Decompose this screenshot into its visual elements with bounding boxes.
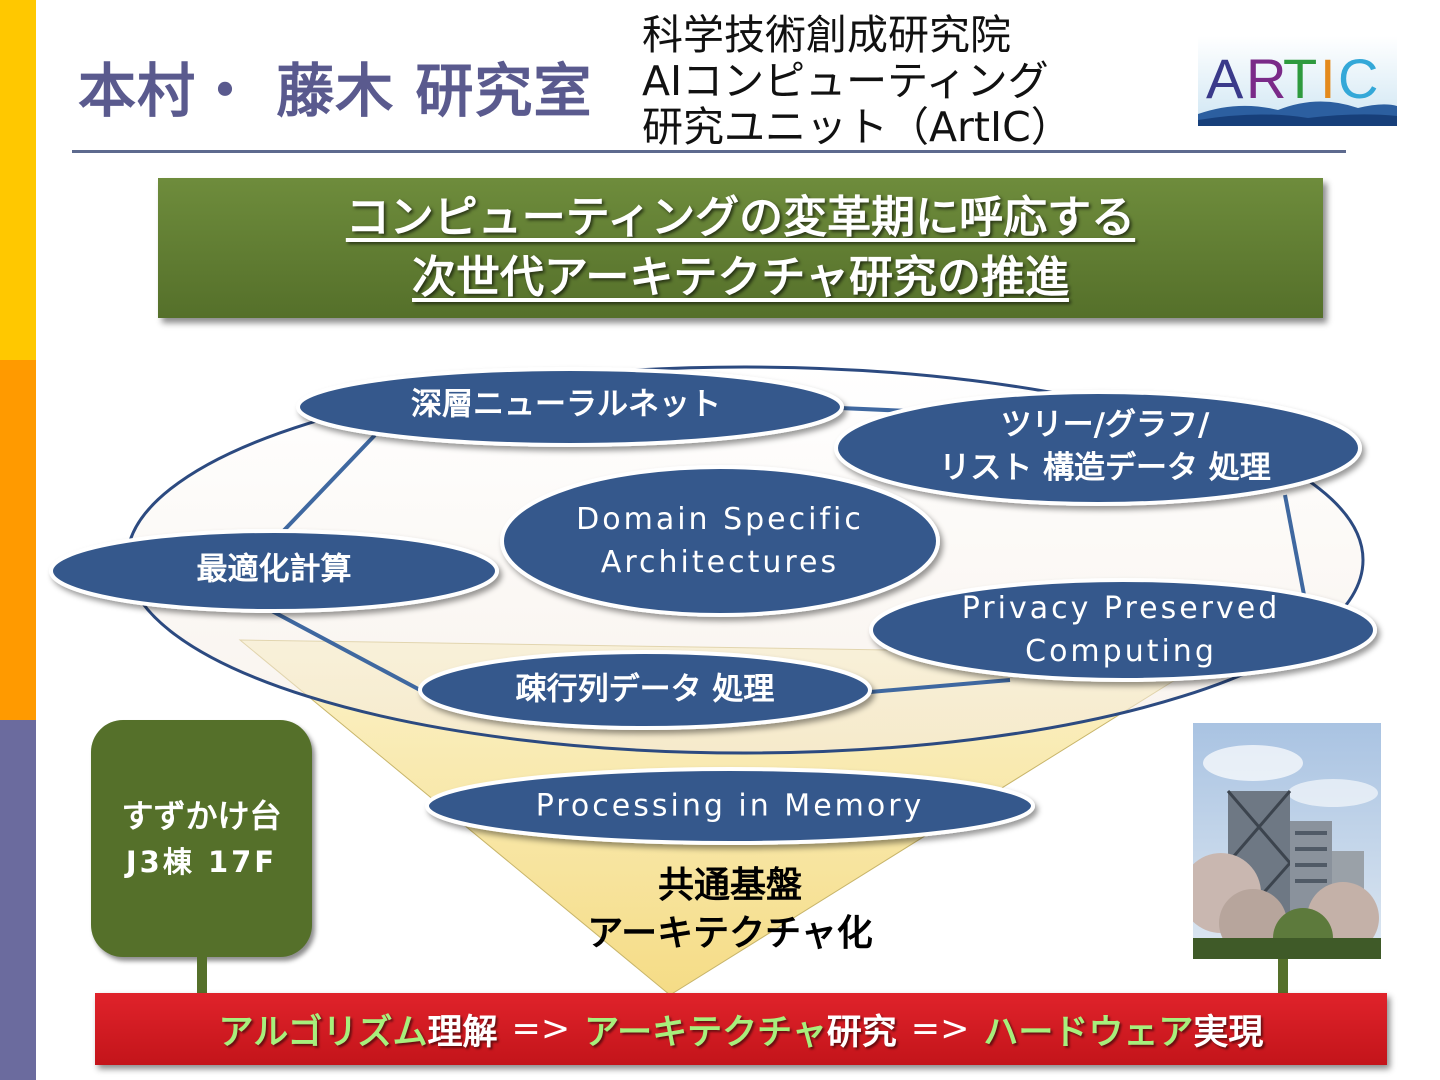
banner-line: 次世代アーキテクチャ研究の推進 [158, 248, 1323, 308]
topic-dsa-line: Domain Specific [576, 502, 864, 537]
logo-graphic: A R T I C [1198, 36, 1397, 126]
topic-tree-graph-line: リスト 構造データ 処理 [939, 450, 1271, 486]
unit-name-line: AIコンピューティング [642, 57, 1049, 105]
topic-dsa-line: Architectures [600, 545, 840, 580]
mission-banner: コンピューティングの変革期に呼応する 次世代アーキテクチャ研究の推進 [158, 178, 1323, 318]
flow-realization: 実現 [1193, 1012, 1264, 1053]
topic-pim: Processing in Memory [535, 788, 925, 824]
ellipse-optimization [49, 529, 499, 613]
logo-letter-r: R [1246, 47, 1286, 110]
common-label-line: アーキテクチャ化 [587, 913, 873, 954]
unit-name-line: 研究ユニット（ArtIC） [642, 103, 1072, 151]
logo-letter-i: I [1320, 47, 1336, 110]
common-label-line: 共通基盤 [657, 865, 803, 906]
banner-line: コンピューティングの変革期に呼応する [158, 178, 1323, 248]
flow-understanding: 理解 [427, 1012, 498, 1053]
ellipse-deep-nn [296, 367, 844, 447]
ellipse-tree-graph [834, 390, 1362, 506]
building-photo-graphic [1193, 723, 1381, 959]
topic-ellipses [49, 367, 1377, 845]
sidebar-accent-bottom [0, 720, 36, 1080]
ellipse-sparse [418, 650, 872, 730]
ellipse-privacy [869, 578, 1377, 682]
research-flow-bar: アルゴリズム 理解 => アーキテクチャ 研究 => ハードウェア 実現 [95, 993, 1387, 1065]
topic-tree-graph-line: ツリー/グラフ/ [1000, 407, 1210, 443]
topic-privacy-line: Computing [1025, 634, 1217, 669]
artic-logo: A R T I C [1198, 36, 1397, 126]
topic-privacy: Privacy Preserved Computing [962, 587, 1281, 673]
campus-building-floor: J3棟 17F [125, 844, 278, 879]
flow-architecture: アーキテクチャ [584, 1012, 827, 1053]
unit-name: 科学技術創成研究院 AIコンピューティング 研究ユニット（ArtIC） [642, 12, 1072, 150]
banner-line-2-text: 次世代アーキテクチャ研究の推進 [412, 252, 1069, 303]
topic-privacy-line: Privacy Preserved [961, 591, 1281, 626]
flow-arrow: => [511, 1009, 571, 1049]
flow-research: 研究 [826, 1012, 897, 1053]
topic-optimization: 最適化計算 [196, 551, 352, 588]
logo-letter-a: A [1206, 47, 1244, 110]
common-foundation-label: 共通基盤 アーキテクチャ化 [587, 862, 872, 958]
sidebar-accent-top [0, 0, 36, 360]
topic-sparse: 疎行列データ 処理 [515, 671, 775, 708]
campus-box-stem [197, 957, 207, 997]
logo-letter-c: C [1338, 47, 1378, 110]
topic-dsa: Domain Specific Architectures [576, 498, 864, 584]
photo-stem [1278, 959, 1288, 997]
flow-hardware: ハードウェア [983, 1012, 1194, 1053]
building-photo [1193, 723, 1381, 959]
header-divider [72, 150, 1346, 153]
flow-arrow: => [910, 1009, 970, 1049]
ellipse-dsa [500, 465, 940, 617]
unit-name-line: 科学技術創成研究院 [642, 11, 1011, 59]
flow-algorithm: アルゴリズム [218, 1012, 428, 1053]
banner-line-1-text: コンピューティングの変革期に呼応する [345, 192, 1136, 243]
campus-name: すずかけ台 [121, 796, 282, 835]
ellipse-pim [425, 767, 1035, 845]
topic-deep-nn: 深層ニューラルネット [411, 386, 721, 423]
logo-letter-t: T [1283, 47, 1317, 110]
campus-location-box: すずかけ台 J3棟 17F [91, 720, 312, 957]
lab-title: 本村・ 藤木 研究室 [78, 57, 593, 125]
sidebar-accent-middle [0, 360, 36, 720]
topic-tree-graph: ツリー/グラフ/ リスト 構造データ 処理 [939, 404, 1271, 490]
